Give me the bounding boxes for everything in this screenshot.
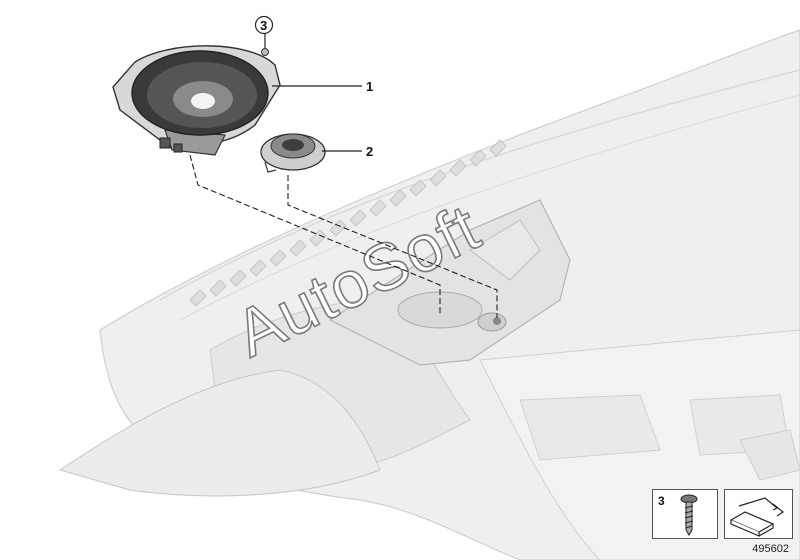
package-icon [729,497,785,537]
callout-number-2: 2 [366,144,373,159]
diagram-number: 495602 [752,543,789,555]
callout-number-3: 3 [260,18,267,33]
callout-2: 2 [322,144,373,159]
callout-3: 3 [254,15,274,48]
assembly-lines [189,154,498,318]
callout-1: 1 [272,79,373,94]
callout-number-1: 1 [366,79,373,94]
screw-icon [680,494,698,536]
defroster-vent [189,139,507,307]
legend-screw-box: 3 [652,489,718,539]
woofer-speaker-part [112,45,281,156]
legend-package-box [724,489,793,539]
legend-screw-number: 3 [658,494,665,508]
tweeter-speaker-part [260,133,326,173]
